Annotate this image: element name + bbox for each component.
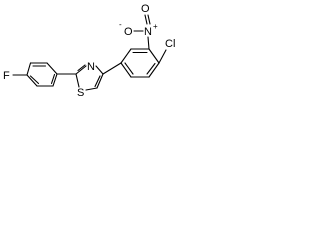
bond [102, 62, 122, 75]
fluorophenyl-ring [26, 62, 58, 87]
bond [26, 62, 32, 76]
thiazole-sulfur-atom: S [77, 87, 84, 99]
bond [85, 87, 98, 91]
bond [52, 73, 58, 87]
bond [29, 75, 40, 85]
nitro-oxygen-left-atom: O [124, 26, 133, 38]
bond [50, 73, 56, 85]
bond [146, 62, 156, 75]
thiazole-nitrogen-atom: N [87, 61, 95, 73]
nitro-nitrogen-atom: N [144, 26, 152, 38]
nitro-oxygen-charge: - [119, 20, 122, 29]
bond [144, 14, 148, 25]
bond [120, 62, 132, 78]
bond [95, 65, 104, 75]
bond [75, 65, 87, 75]
bond [75, 73, 80, 88]
bond [77, 64, 86, 72]
chloronitrophenyl-ring [120, 48, 160, 78]
bond [96, 73, 104, 89]
bond [124, 62, 134, 75]
bond [147, 14, 151, 25]
chemical-structure: F N S Cl N + O O - [3, 3, 175, 99]
bond [148, 48, 160, 64]
bond [46, 62, 58, 75]
nitro-oxygen-top-atom: O [141, 3, 150, 15]
bond [158, 49, 167, 64]
nitro-nitrogen-charge: + [153, 22, 158, 31]
chlorine-atom: Cl [165, 38, 175, 50]
bond [26, 74, 38, 87]
thiazole-ring [75, 64, 104, 91]
fluorine-atom: F [3, 70, 10, 82]
bond [147, 36, 150, 50]
bond [120, 48, 132, 64]
bond [148, 62, 160, 78]
bond [94, 75, 101, 88]
